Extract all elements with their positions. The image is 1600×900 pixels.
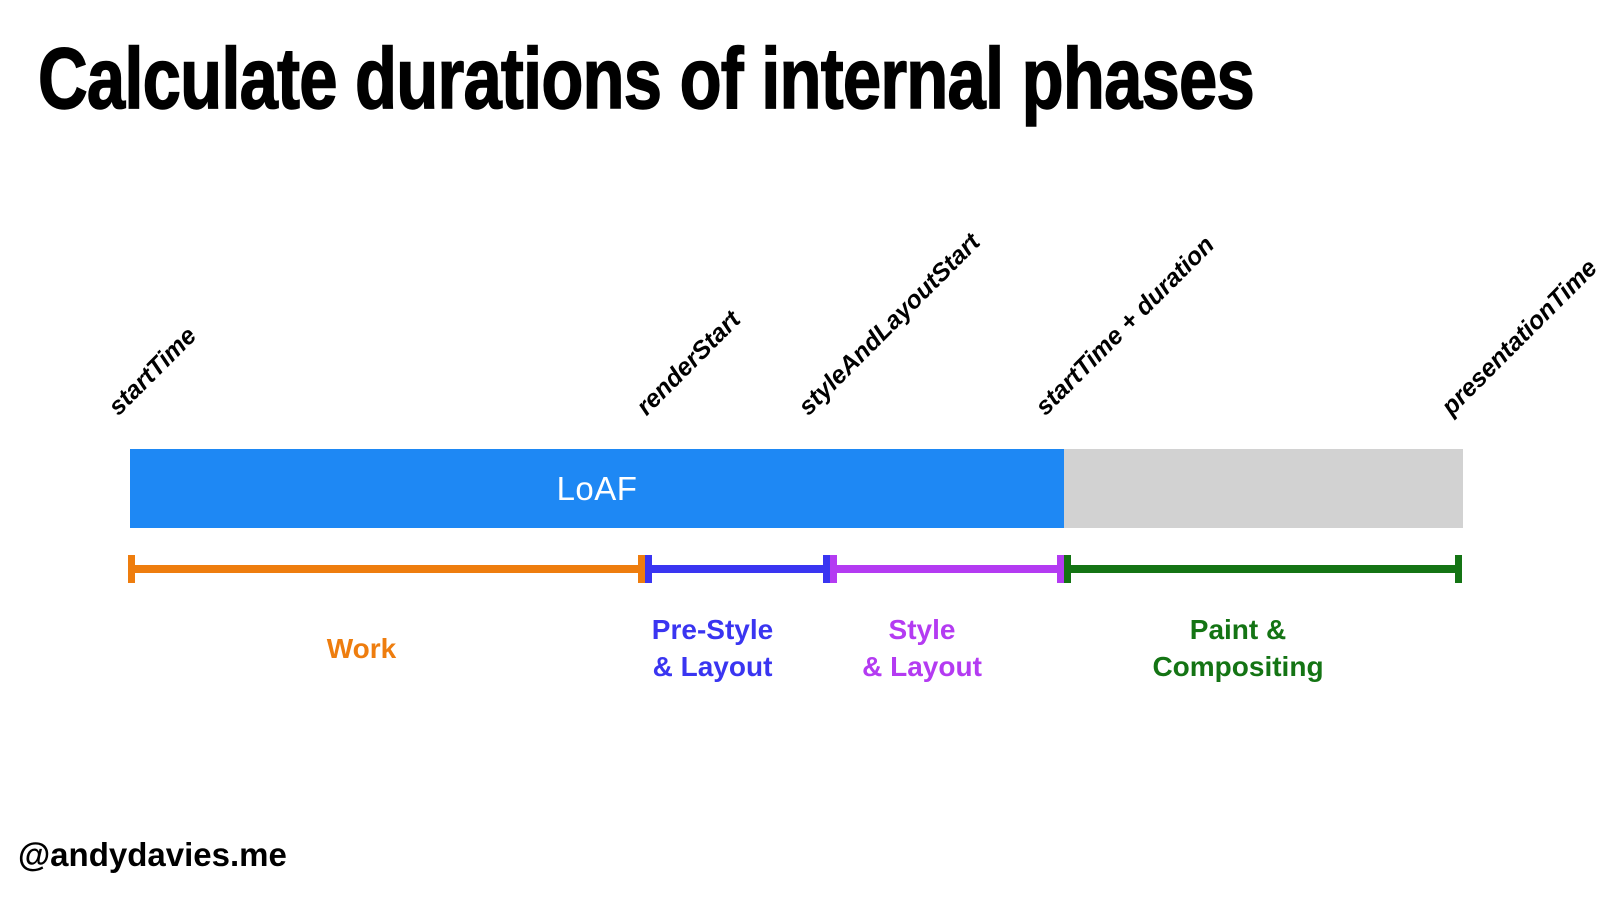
interval-cap-right [823,555,830,583]
milestone-label-startTime: startTime [102,321,202,421]
phase-label-paint-compositing: Paint & Compositing [1039,606,1437,690]
footer-handle: @andydavies.me [18,836,287,873]
interval-marker-paint-compositing [1064,555,1462,583]
phase-label-line: Pre-Style [651,614,774,645]
loaf-bar-active-segment: LoAF [130,449,1064,528]
interval-marker-pre-style-layout [645,555,830,583]
interval-line [652,565,823,573]
interval-cap-left [645,555,652,583]
interval-line [1071,565,1455,573]
page-title: Calculate durations of internal phases [37,30,1255,128]
interval-cap-left [128,555,135,583]
phase-label-line: & Layout [652,651,773,682]
interval-marker-work [128,555,645,583]
interval-cap-left [1064,555,1071,583]
phase-label-line: Work [326,632,397,664]
milestone-label-startTime-plus-duration: startTime + duration [1029,230,1220,421]
phase-label-work: Work [103,606,620,690]
phase-label-style-layout: Style & Layout [805,606,1039,690]
interval-cap-right [638,555,645,583]
milestone-label-styleAndLayoutStart: styleAndLayoutStart [792,228,986,421]
phase-label-line: Paint & [1189,614,1287,645]
phase-label-line: & Layout [862,651,982,682]
interval-cap-right [1057,555,1064,583]
loaf-bar-idle-segment [1064,449,1463,528]
phase-label-pre-style-layout: Pre-Style & Layout [620,606,805,690]
interval-cap-left [830,555,837,583]
milestone-label-renderStart: renderStart [630,305,747,421]
interval-cap-right [1455,555,1462,583]
interval-marker-style-layout [830,555,1064,583]
milestone-label-presentationTime: presentationTime [1435,253,1600,421]
interval-line [135,565,638,573]
interval-line [837,565,1057,573]
loaf-bar-label: LoAF [556,469,638,507]
phase-label-line: Compositing [1152,651,1324,682]
phase-label-line: Style [888,614,956,645]
